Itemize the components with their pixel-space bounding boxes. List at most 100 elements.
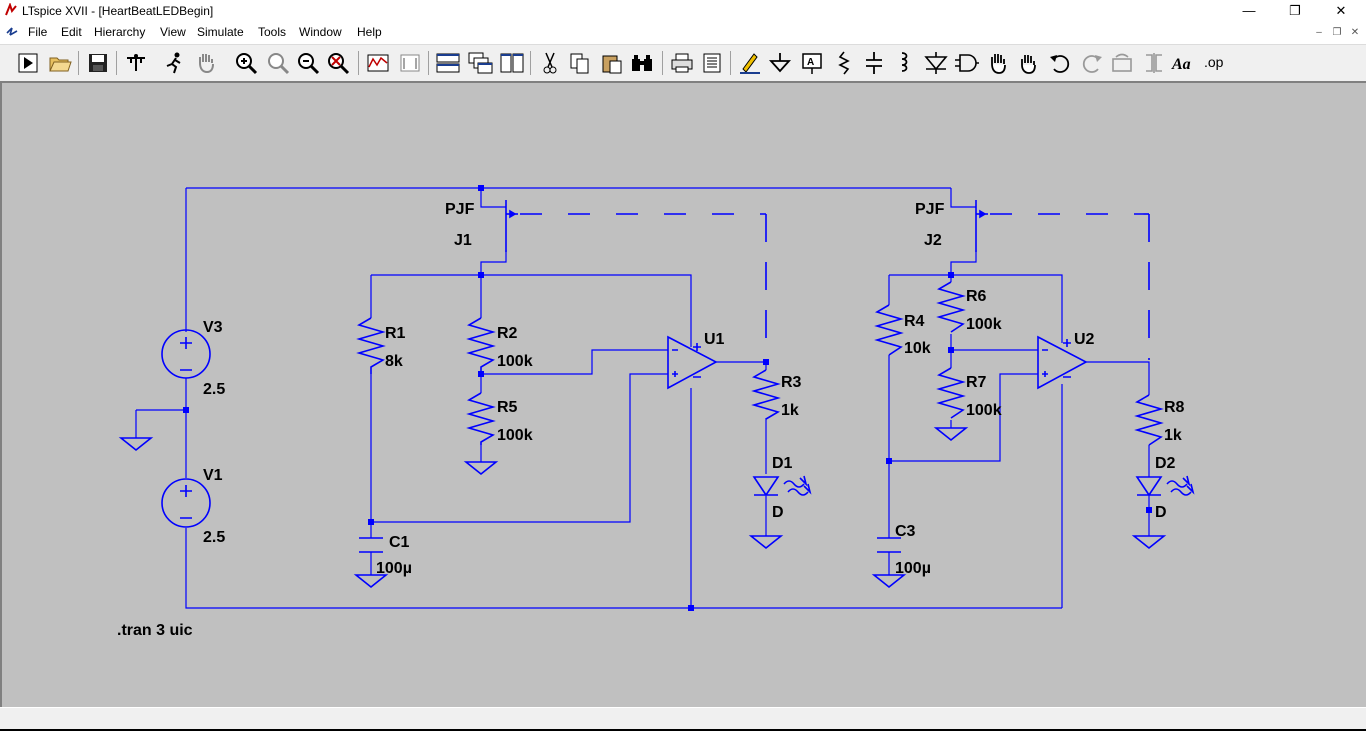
plot-icon[interactable] [364,49,392,77]
wires [135,187,1150,609]
capacitor-icon[interactable] [860,49,888,77]
label-r2-value: 100k [497,353,533,370]
junction-dots [183,185,1152,611]
menu-simulate[interactable]: Simulate [197,25,244,39]
resistor-r8[interactable] [1134,394,1164,446]
menu-hierarchy[interactable]: Hierarchy [94,25,146,39]
label-v1-name: V1 [203,467,223,484]
resistor-r1[interactable] [356,317,386,374]
label-d2-model: D [1155,504,1167,521]
doc-close-button[interactable]: ✕ [1350,27,1360,38]
print-preview-icon[interactable] [698,49,726,77]
window-title: LTspice XVII - [HeartBeatLEDBegin] [22,4,214,18]
ltspice-app-icon [5,3,17,16]
zoom-out-icon[interactable] [294,49,322,77]
resistor-r6[interactable] [936,281,966,333]
tile-horizontal-icon[interactable] [434,49,462,77]
spice-directive-text[interactable]: .tran 3 uic [117,622,193,639]
jfet-j2[interactable] [975,200,988,252]
pan-icon[interactable] [192,49,220,77]
capacitor-c3[interactable] [877,537,901,553]
component-icon[interactable] [952,49,980,77]
find-icon[interactable] [628,49,656,77]
move-icon[interactable] [984,49,1012,77]
label-v1-value: 2.5 [203,529,225,546]
voltage-source-v1[interactable] [161,478,211,528]
spice-directive-icon[interactable]: .op [1202,49,1230,77]
menu-help[interactable]: Help [357,25,382,39]
label-d1-model: D [772,504,784,521]
save-icon[interactable] [84,49,112,77]
resistor-r4[interactable] [874,304,904,356]
cut-icon[interactable] [536,49,564,77]
draw-wire-icon[interactable] [736,49,764,77]
drag-icon[interactable] [1014,49,1042,77]
label-r3-name: R3 [781,374,802,391]
resistor-r2[interactable] [466,317,496,372]
label-j1-model: PJF [445,201,475,218]
menu-window[interactable]: Window [299,25,342,39]
capacitor-c1[interactable] [359,537,383,553]
opamp-u2[interactable] [1037,335,1088,390]
close-button[interactable]: ✕ [1335,3,1347,18]
spice-directive-label: .op [1204,54,1224,70]
mirror-icon[interactable] [1140,49,1168,77]
svg-text:A: A [807,57,814,68]
control-panel-icon[interactable] [122,49,150,77]
label-r4-value: 10k [904,340,931,357]
label-j2-name: J2 [924,232,942,249]
run-icon[interactable] [14,49,42,77]
menu-view[interactable]: View [160,25,186,39]
status-bar [0,707,1366,731]
open-icon[interactable] [46,49,74,77]
doc-minimize-button[interactable]: – [1316,27,1322,38]
schematic-drawing[interactable]: V3 2.5 V1 2.5 PJF J1 PJF J2 R1 8k R2 100… [0,81,1366,707]
led-d1[interactable] [752,475,812,497]
resistor-icon[interactable] [830,49,858,77]
schematic-doc-icon[interactable] [4,25,20,41]
label-r6-value: 100k [966,316,1002,333]
opamp-u1[interactable] [667,335,718,390]
ground-icon[interactable] [766,49,794,77]
title-bar: LTspice XVII - [HeartBeatLEDBegin] — ❐ ✕ [0,0,1366,22]
tile-vertical-icon[interactable] [498,49,526,77]
zoom-area-icon[interactable] [264,49,292,77]
halt-icon[interactable] [160,49,188,77]
label-c3-value: 100µ [895,560,931,577]
voltage-source-v3[interactable] [161,329,211,379]
zoom-fit-icon[interactable] [324,49,352,77]
text-icon[interactable]: Aa [1170,49,1198,77]
resistor-r3[interactable] [751,369,781,420]
menu-edit[interactable]: Edit [61,25,82,39]
label-r7-name: R7 [966,374,987,391]
dashed-control-lines [520,213,1150,360]
resistor-r5[interactable] [466,392,496,445]
autorange-icon[interactable] [396,49,424,77]
label-net-icon[interactable]: A [798,49,826,77]
label-r8-name: R8 [1164,399,1185,416]
jfet-j1[interactable] [505,200,518,252]
maximize-button[interactable]: ❐ [1289,3,1301,18]
menu-file[interactable]: File [28,25,48,39]
menu-tools[interactable]: Tools [258,25,287,39]
cascade-icon[interactable] [466,49,494,77]
label-r1-name: R1 [385,325,406,342]
print-icon[interactable] [668,49,696,77]
inductor-icon[interactable] [890,49,918,77]
label-u1-name: U1 [704,331,725,348]
zoom-in-icon[interactable] [232,49,260,77]
diode-icon[interactable] [922,49,950,77]
label-d2-name: D2 [1155,455,1176,472]
minimize-button[interactable]: — [1242,3,1256,18]
schematic-canvas[interactable] [0,81,1366,707]
undo-icon[interactable] [1046,49,1074,77]
rotate-icon[interactable] [1108,49,1136,77]
label-j1-name: J1 [454,232,472,249]
copy-icon[interactable] [566,49,594,77]
doc-restore-button[interactable]: ❐ [1332,27,1342,38]
redo-icon[interactable] [1078,49,1106,77]
text-icon-glyph: Aa [1171,56,1191,73]
led-d2[interactable] [1135,475,1195,497]
paste-icon[interactable] [598,49,626,77]
resistor-r7[interactable] [936,367,966,419]
